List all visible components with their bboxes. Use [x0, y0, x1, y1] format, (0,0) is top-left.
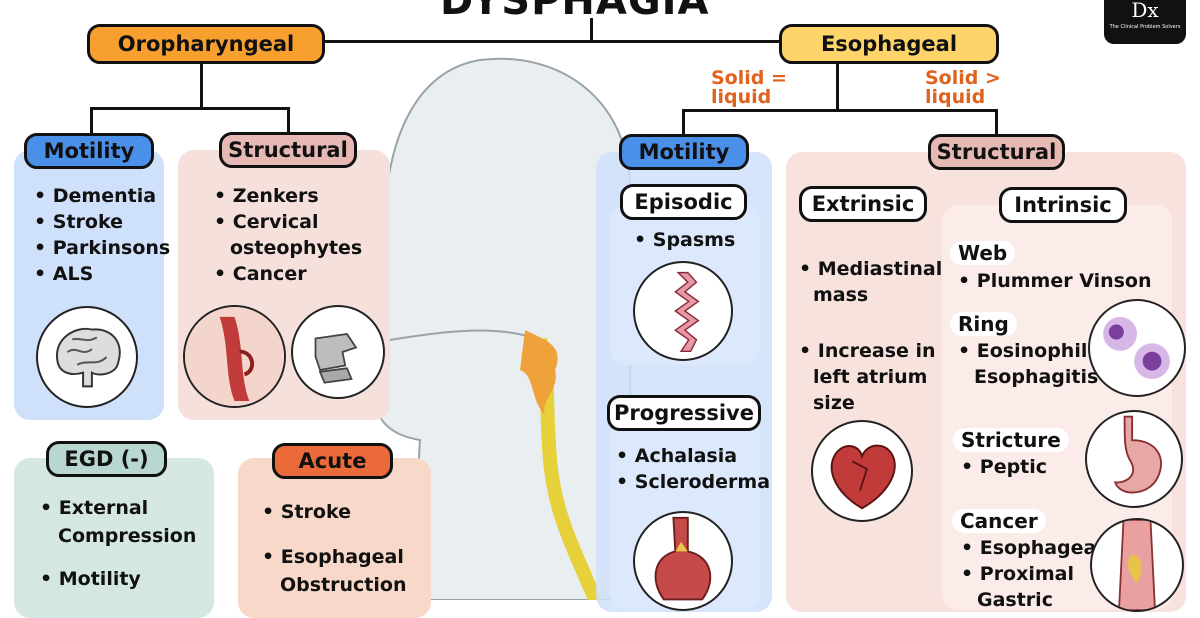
list-item: Parkinsons: [34, 235, 170, 261]
connector: [682, 109, 685, 135]
eso-motility-pill: Motility: [619, 134, 749, 170]
connector: [682, 109, 998, 112]
stricture-list: Peptic: [961, 454, 1047, 480]
list-item: External: [40, 494, 196, 522]
list-item: Increase in: [799, 338, 942, 364]
ring-label: Ring: [950, 312, 1017, 336]
list-item: Eosinophilic: [958, 338, 1105, 364]
progressive-pill: Progressive: [607, 395, 761, 431]
list-item-continued: Compression: [58, 525, 197, 547]
egd-pill: EGD (-): [46, 441, 167, 477]
ring-list: Eosinophilic Esophagitis: [958, 338, 1105, 390]
spasm-esophagus-icon: [633, 261, 733, 361]
achalasia-icon: [633, 511, 733, 611]
episodic-pill: Episodic: [620, 184, 747, 220]
connector: [322, 40, 782, 43]
acute-panel: [238, 458, 431, 618]
list-item-continued: osteophytes: [230, 237, 363, 259]
oro-motility-list: Dementia Stroke Parkinsons ALS: [34, 183, 170, 287]
list-item: Scleroderma: [616, 469, 770, 495]
list-item-continued: Obstruction: [280, 574, 407, 596]
list-item: Dementia: [34, 183, 170, 209]
connector: [287, 107, 290, 135]
stricture-label: Stricture: [953, 428, 1069, 452]
list-item: Zenkers: [214, 183, 362, 209]
progressive-list: Achalasia Scleroderma: [616, 443, 770, 495]
logo: Dx The Clinical Problem Solvers: [1104, 0, 1186, 44]
note-line: liquid: [925, 86, 986, 108]
acute-pill: Acute: [272, 443, 393, 479]
extrinsic-list: Mediastinal mass Increase in left atrium…: [799, 256, 942, 416]
logo-caption: The Clinical Problem Solvers: [1109, 24, 1181, 30]
oro-structural-list: Zenkers Cervical osteophytes Cancer: [214, 183, 362, 287]
note-solid-equals-liquid: Solid = liquid: [711, 69, 787, 107]
episodic-list: Spasms: [634, 227, 736, 253]
oro-motility-pill: Motility: [24, 133, 154, 169]
logo-letters: Dx: [1131, 0, 1159, 22]
connector: [590, 18, 593, 40]
list-item: Cancer: [214, 261, 362, 287]
list-item: Achalasia: [616, 443, 770, 469]
connector: [90, 107, 93, 135]
note-line: Solid >: [925, 67, 1001, 89]
oropharyngeal-pill: Oropharyngeal: [87, 24, 325, 64]
brain-icon: [36, 306, 138, 408]
list-item: Motility: [40, 565, 196, 593]
tumor-icon: [1090, 518, 1184, 612]
acute-list: Stroke Esophageal Obstruction: [262, 498, 406, 599]
list-item-continued: size: [813, 392, 855, 414]
connector: [995, 109, 998, 135]
page-title: DYSPHAGIA: [440, 0, 710, 24]
connector: [200, 62, 203, 108]
list-item: Mediastinal: [799, 256, 943, 282]
stomach-icon: [1085, 410, 1183, 508]
egd-list: External Compression Motility: [40, 494, 196, 593]
list-item: Stroke: [34, 209, 170, 235]
note-solid-greater-liquid: Solid > liquid: [925, 69, 1001, 107]
note-line: Solid =: [711, 67, 787, 89]
heart-icon: [811, 420, 913, 522]
list-item-continued: mass: [813, 284, 869, 306]
connector: [90, 107, 290, 110]
list-item-continued: Esophagitis: [974, 366, 1099, 388]
extrinsic-pill: Extrinsic: [799, 186, 927, 222]
list-item: Stroke: [262, 498, 406, 526]
eosinophil-icon: [1088, 299, 1186, 397]
web-list: Plummer Vinson: [958, 268, 1152, 294]
list-item: Peptic: [961, 454, 1047, 480]
cancer-label: Cancer: [952, 509, 1046, 533]
connector: [836, 62, 839, 110]
intrinsic-pill: Intrinsic: [999, 187, 1127, 223]
eso-structural-pill: Structural: [928, 134, 1065, 170]
list-item-continued: Gastric: [977, 589, 1053, 611]
esophageal-pill: Esophageal: [779, 24, 999, 64]
cancer-list: Esophageal Proximal Gastric: [961, 535, 1103, 613]
web-label: Web: [950, 241, 1016, 265]
note-line: liquid: [711, 86, 772, 108]
list-item: Proximal: [961, 561, 1103, 587]
list-item: Plummer Vinson: [958, 268, 1152, 294]
oro-structural-pill: Structural: [219, 132, 357, 168]
throat-anatomy-icon: [183, 305, 286, 408]
list-item: Spasms: [634, 227, 736, 253]
vertebra-icon: [291, 305, 385, 399]
list-item-continued: left atrium: [813, 366, 928, 388]
list-item: Esophageal: [262, 543, 406, 571]
list-item: Cervical: [214, 209, 362, 235]
list-item: Esophageal: [961, 535, 1103, 561]
list-item: ALS: [34, 261, 170, 287]
